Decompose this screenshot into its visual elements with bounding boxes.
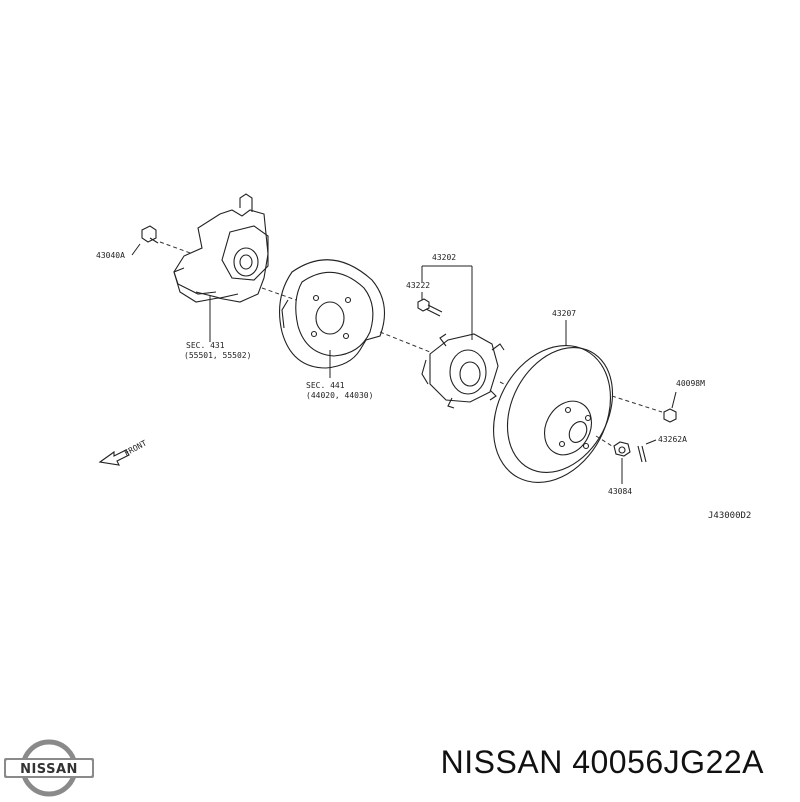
label-43040a: 43040A — [96, 251, 125, 260]
label-40098m: 40098M — [676, 379, 705, 388]
brake-rotor — [493, 345, 614, 483]
label-43222: 43222 — [406, 281, 430, 290]
steering-knuckle — [173, 193, 269, 303]
svg-text:NISSAN: NISSAN — [20, 762, 78, 777]
hub-bolt-43222 — [417, 298, 443, 317]
callout-rotor: 43207 — [552, 309, 576, 346]
label-sec-441: SEC. 441 — [306, 381, 345, 390]
caption-bar: NISSAN NISSAN 40056JG22A — [0, 738, 800, 798]
callout-pin: 43262A — [645, 435, 687, 445]
label-43084: 43084 — [608, 487, 632, 496]
cotter-pin-43262a — [637, 445, 647, 463]
front-arrow-icon — [98, 449, 130, 466]
drawing-id: J43000D2 — [708, 511, 751, 521]
label-55501-55502: (55501, 55502) — [184, 351, 251, 360]
callout-bolt-43040a: 43040A — [96, 243, 141, 260]
callout-knuckle: SEC. 431 (55501, 55502) — [184, 296, 251, 360]
bolt-43040a — [141, 225, 216, 263]
callout-backing-plate: SEC. 441 (44020, 44030) — [306, 350, 373, 400]
hub-bearing-assembly — [421, 333, 505, 409]
label-front: FRONT — [123, 438, 149, 457]
nut-40098m — [611, 395, 677, 423]
label-43262a: 43262A — [658, 435, 687, 444]
axis-centerline — [261, 287, 521, 393]
brake-backing-plate — [279, 259, 386, 369]
part-number-title: NISSAN 40056JG22A — [440, 744, 764, 780]
label-44020-44030: (44020, 44030) — [306, 391, 373, 400]
callout-hub-nut: 43084 — [608, 458, 632, 496]
label-sec-431: SEC. 431 — [186, 341, 225, 350]
label-43202: 43202 — [432, 253, 456, 262]
callout-nut: 40098M — [671, 379, 705, 409]
callout-hub-assembly: 43202 — [421, 253, 473, 340]
nissan-logo: NISSAN — [2, 738, 96, 798]
callout-hub-bolt: 43222 — [406, 281, 430, 300]
front-direction-indicator: FRONT — [98, 438, 149, 466]
hub-nut-43084 — [595, 435, 631, 457]
label-43207: 43207 — [552, 309, 576, 318]
